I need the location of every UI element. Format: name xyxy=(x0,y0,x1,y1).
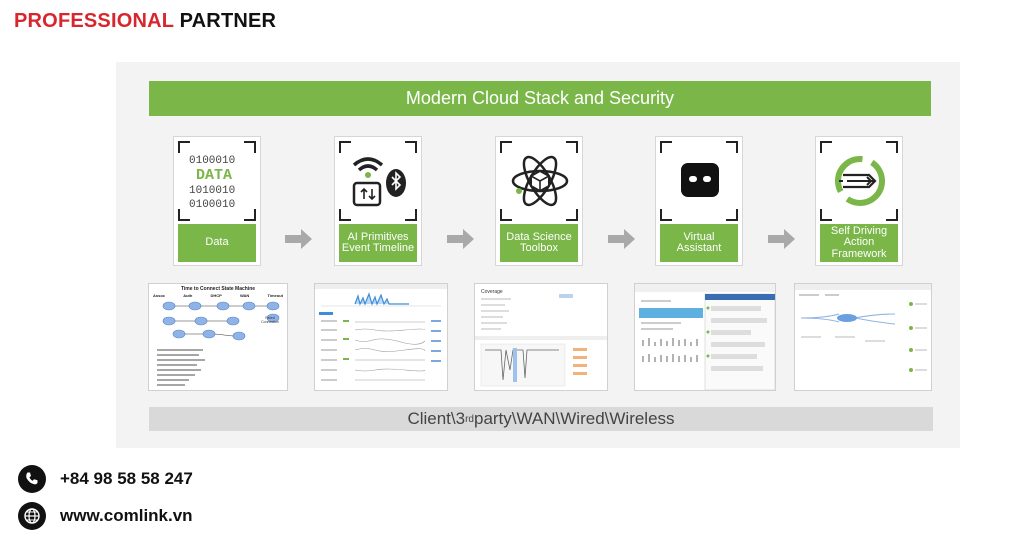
step-card-virtual-assistant: Virtual Assistant xyxy=(655,136,743,266)
state-col: DHCP xyxy=(210,293,222,298)
step-label: Data Science Toolbox xyxy=(500,224,578,262)
brand-part-partner: PARTNER xyxy=(179,10,277,32)
step-label: AI Primitives Event Timeline xyxy=(339,224,417,262)
atom-cube-icon xyxy=(500,141,578,221)
step-card-data-science: Data Science Toolbox xyxy=(495,136,583,266)
flow-arrow-icon xyxy=(285,229,312,249)
phone-contact[interactable]: +84 98 58 58 247 xyxy=(18,465,193,493)
flow-arrow-icon xyxy=(447,229,474,249)
state-machine-title: Time to Connect State Machine xyxy=(180,286,256,292)
step-label: Virtual Assistant xyxy=(660,224,738,262)
website-contact[interactable]: www.comlink.vn xyxy=(18,502,193,530)
client-layer-sup: rd xyxy=(465,413,474,425)
client-layer-post: party\WAN\Wired\Wireless xyxy=(473,409,675,428)
data-binary-icon: 0100010 1010010 0100010 DATA xyxy=(178,141,256,221)
phone-number: +84 98 58 58 247 xyxy=(60,469,193,488)
banner-title: Modern Cloud Stack and Security xyxy=(405,88,675,108)
stack-banner: Modern Cloud Stack and Security xyxy=(149,81,931,116)
flow-arrow-icon xyxy=(608,229,635,249)
brand-title: PROFESSIONAL PARTNER xyxy=(14,10,276,33)
data-icon-word: DATA xyxy=(196,167,232,184)
coverage-thumbnail: Coverage xyxy=(474,283,608,391)
svg-text:0100010: 0100010 xyxy=(189,155,235,167)
state-col: Assoc xyxy=(153,293,166,298)
state-col: WAN xyxy=(239,293,250,298)
coverage-title: Coverage xyxy=(481,289,503,295)
state-machine-thumbnail: Time to Connect State Machine Assoc Auth… xyxy=(148,283,288,391)
state-col: Timeout xyxy=(267,293,283,298)
website-url: www.comlink.vn xyxy=(60,506,193,525)
action-framework-thumbnail xyxy=(794,283,932,391)
failed-connection-label: Failed Connection xyxy=(261,316,279,324)
cycle-arrows-icon xyxy=(820,141,898,221)
client-layer-pre: Client\3 xyxy=(407,409,466,428)
phone-icon xyxy=(18,465,46,493)
svg-text:0100010: 0100010 xyxy=(189,199,235,211)
virtual-assistant-thumbnail xyxy=(634,283,776,391)
step-card-data: 0100010 1010010 0100010 DATA Data xyxy=(173,136,261,266)
step-card-ai-primitives: AI Primitives Event Timeline xyxy=(334,136,422,266)
robot-face-icon xyxy=(660,141,738,221)
step-label: Data xyxy=(178,224,256,262)
svg-text:1010010: 1010010 xyxy=(189,185,235,197)
globe-icon xyxy=(18,502,46,530)
flow-arrow-icon xyxy=(768,229,795,249)
step-card-self-driving: Self Driving Action Framework xyxy=(815,136,903,266)
wifi-bluetooth-icon xyxy=(339,141,417,221)
step-label: Self Driving Action Framework xyxy=(820,224,898,262)
state-col: Auth xyxy=(183,293,193,298)
brand-part-professional: PROFESSIONAL xyxy=(14,10,174,32)
event-timeline-thumbnail xyxy=(314,283,448,391)
